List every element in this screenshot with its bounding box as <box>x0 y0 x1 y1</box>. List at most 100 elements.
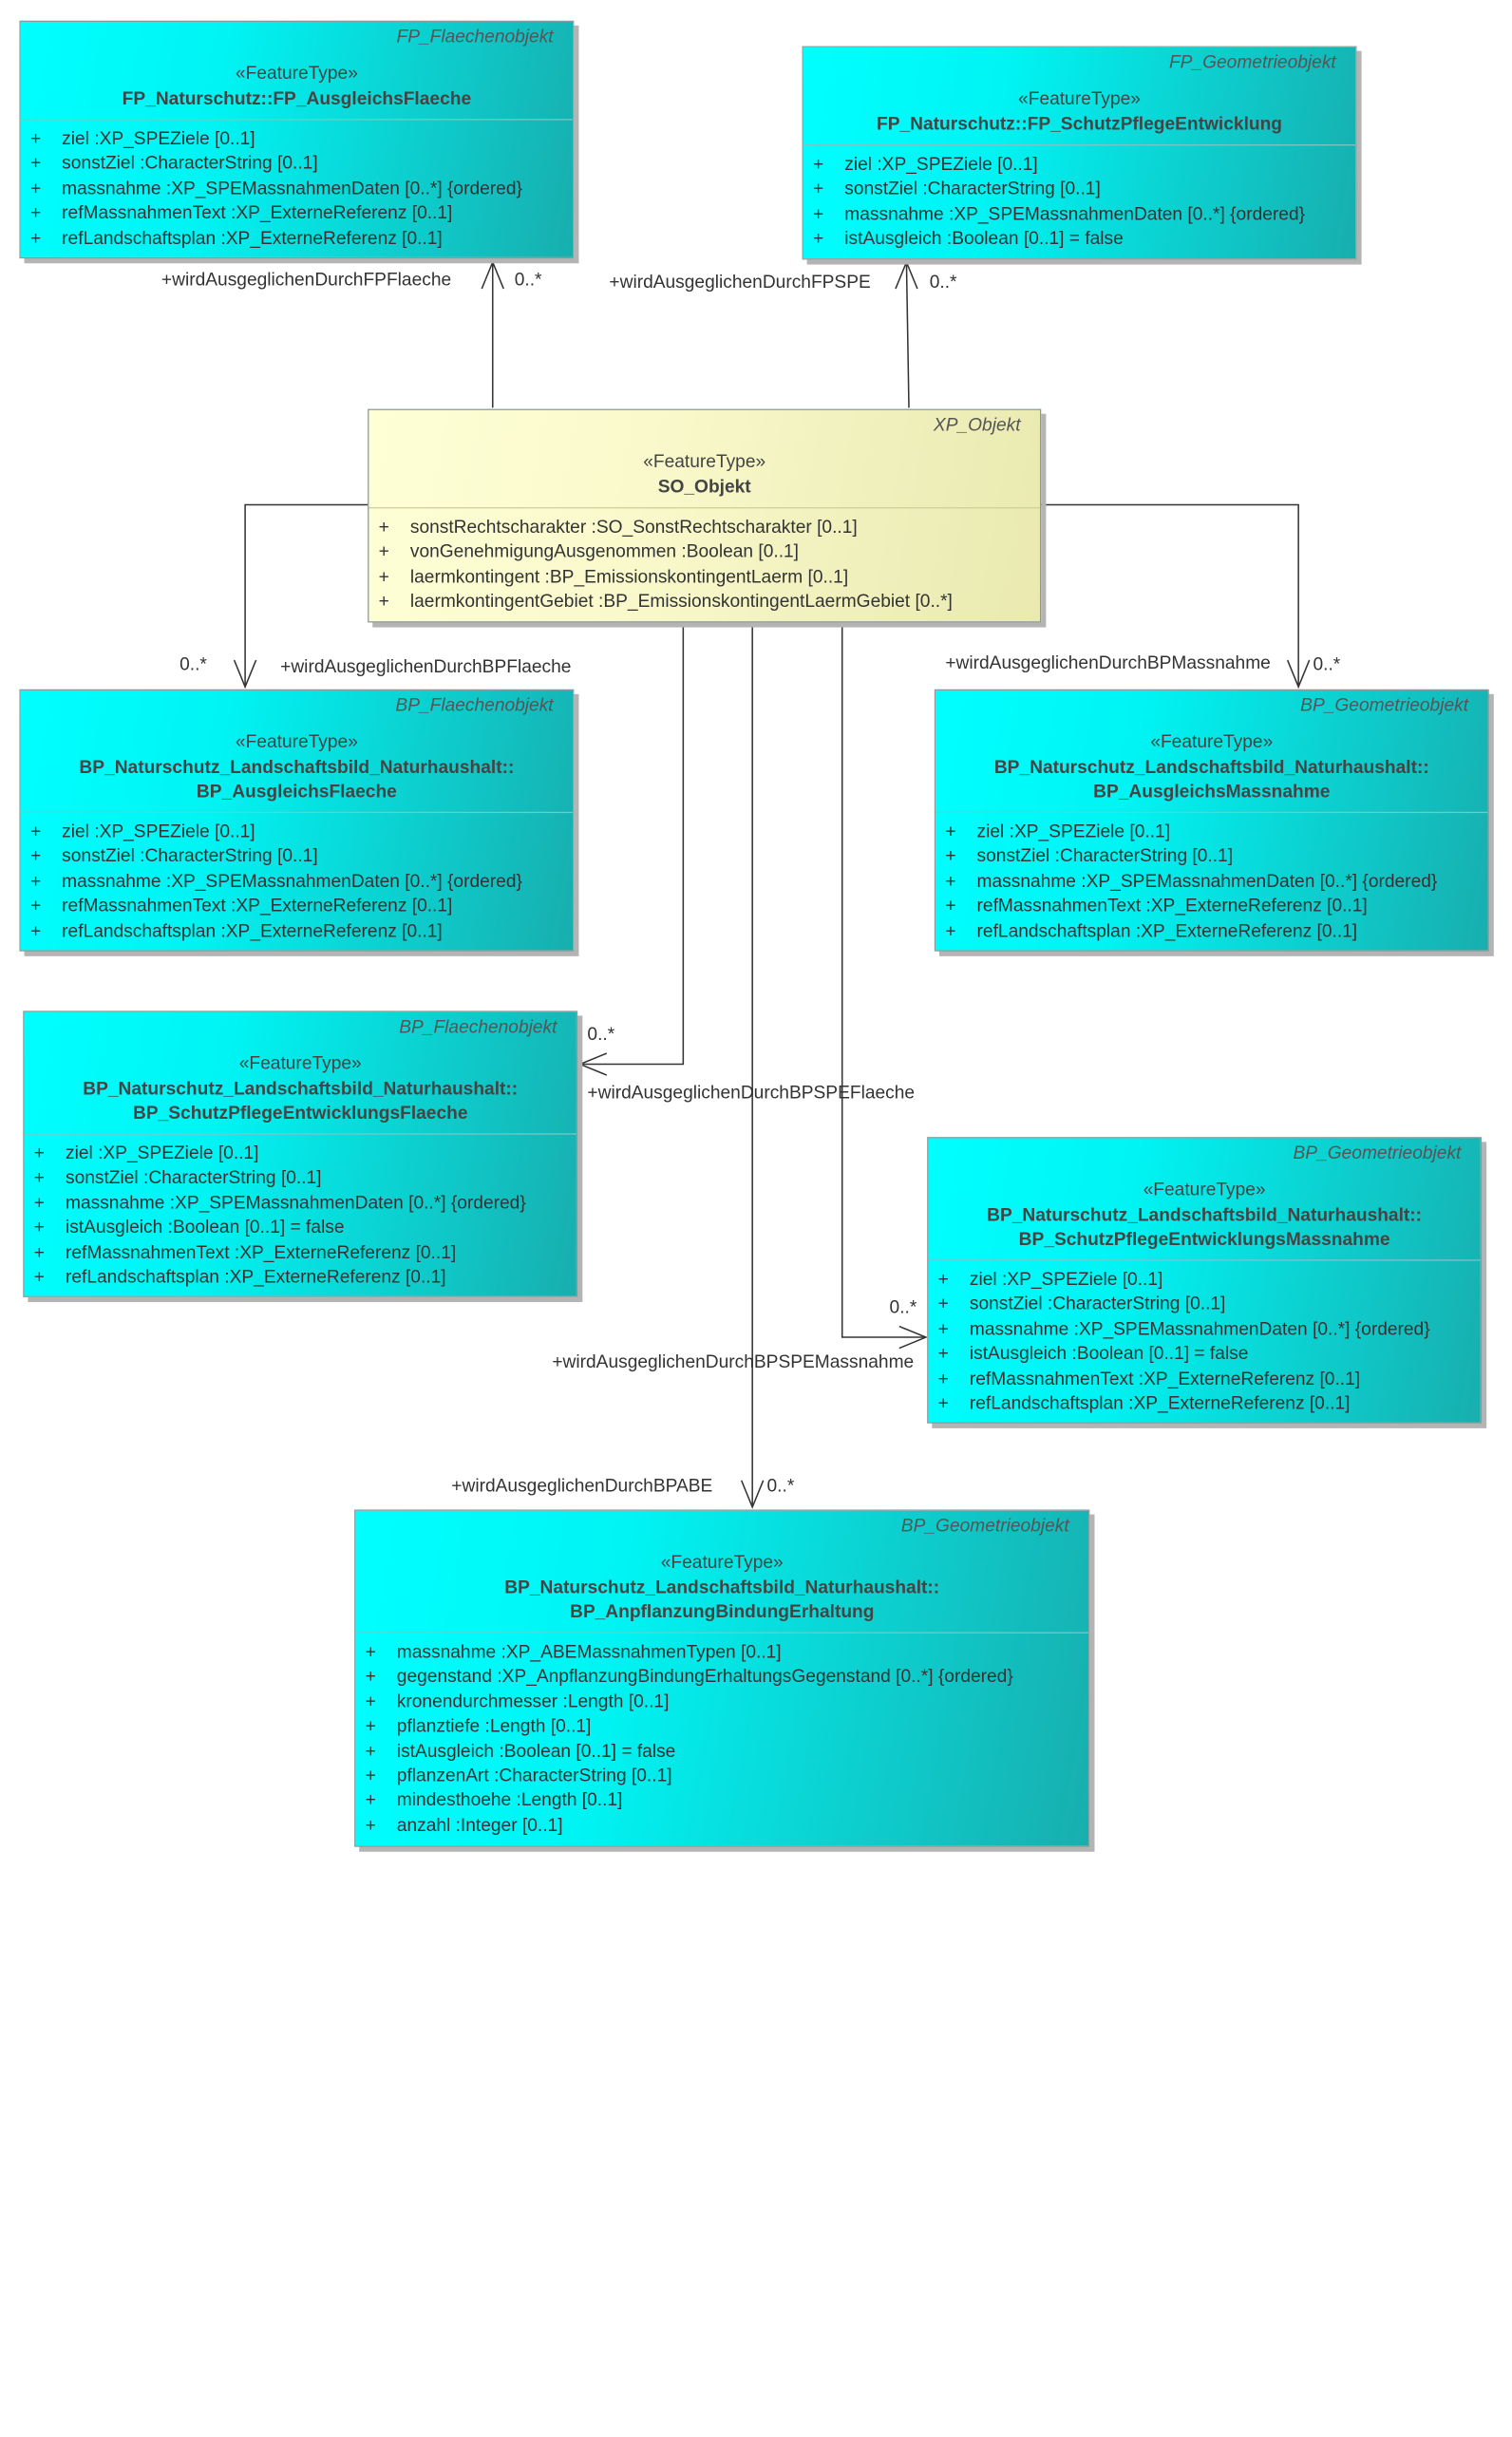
attribute-row: +massnahme :XP_SPEMassnahmenDaten [0..*]… <box>29 178 522 199</box>
multiplicity-label: 0..* <box>929 272 957 293</box>
attribute-row: +sonstZiel :CharacterString [0..1] <box>937 1294 1226 1315</box>
class-bp-anpflanzungbindungerhaltung[interactable]: BP_Geometrieobjekt «FeatureType» BP_Natu… <box>354 1509 1090 1847</box>
attribute-row: +ziel :XP_SPEZiele [0..1] <box>33 1143 259 1164</box>
multiplicity-label: 0..* <box>766 1475 795 1497</box>
attribute-row: +gegenstand :XP_AnpflanzungBindungErhalt… <box>365 1666 1013 1688</box>
attribute-list: +ziel :XP_SPEZiele [0..1] +sonstZiel :Ch… <box>928 1261 1480 1422</box>
class-name: BP_Naturschutz_Landschaftsbild_Naturhaus… <box>993 757 1429 803</box>
attribute-row: +massnahme :XP_SPEMassnahmenDaten [0..*]… <box>945 871 1438 892</box>
class-name: BP_Naturschutz_Landschaftsbild_Naturhaus… <box>987 1204 1423 1251</box>
attribute-row: +refMassnahmenText :XP_ExterneReferenz [… <box>945 896 1368 916</box>
attribute-row: +laermkontingentGebiet :BP_Emissionskont… <box>378 591 953 613</box>
arrowhead-bp-abe <box>740 1480 765 1509</box>
stereotype-label: «FeatureType» <box>660 1552 784 1573</box>
attribute-row: +sonstZiel :CharacterString [0..1] <box>29 846 318 867</box>
attribute-row: +refLandschaftsplan :XP_ExterneReferenz … <box>937 1392 1351 1414</box>
assoc-line-bp-spe-flaeche <box>579 623 685 1066</box>
attribute-row: +massnahme :XP_SPEMassnahmenDaten [0..*]… <box>29 871 522 892</box>
attribute-row: +massnahme :XP_SPEMassnahmenDaten [0..*]… <box>813 203 1306 225</box>
arrowhead-fp-spe <box>895 259 918 290</box>
attribute-list: +massnahme :XP_ABEMassnahmenTypen [0..1]… <box>355 1634 1088 1843</box>
stereotype-label: «FeatureType» <box>643 451 766 473</box>
attribute-row: +istAusgleich :Boolean [0..1] = false <box>813 228 1124 250</box>
attribute-row: +istAusgleich :Boolean [0..1] = false <box>365 1740 676 1762</box>
class-fp-schutzpflegeentwicklung[interactable]: FP_Geometrieobjekt «FeatureType» FP_Natu… <box>802 46 1357 260</box>
role-label: +wirdAusgeglichenDurchBPABE <box>451 1475 713 1497</box>
attribute-row: +sonstZiel :CharacterString [0..1] <box>29 153 318 175</box>
class-name: FP_Naturschutz::FP_AusgleichsFlaeche <box>122 88 472 109</box>
arrowhead-bp-spe-flaeche <box>577 1052 608 1076</box>
attribute-list: +ziel :XP_SPEZiele [0..1] +sonstZiel :Ch… <box>21 120 573 255</box>
arrowhead-bp-spe-massnahme <box>898 1325 928 1350</box>
class-fp-ausgleichsflaeche[interactable]: FP_Flaechenobjekt «FeatureType» FP_Natur… <box>19 20 575 259</box>
class-bp-ausgleichsflaeche[interactable]: BP_Flaechenobjekt «FeatureType» BP_Natur… <box>19 689 575 952</box>
stereotype-label: «FeatureType» <box>238 1053 362 1074</box>
attribute-row: +massnahme :XP_ABEMassnahmenTypen [0..1] <box>365 1641 782 1663</box>
attribute-row: +refMassnahmenText :XP_ExterneReferenz [… <box>33 1241 457 1263</box>
attribute-row: +refMassnahmenText :XP_ExterneReferenz [… <box>29 896 453 916</box>
class-name: BP_Naturschutz_Landschaftsbild_Naturhaus… <box>83 1078 519 1124</box>
attribute-list: +ziel :XP_SPEZiele [0..1] +sonstZiel :Ch… <box>25 1135 576 1295</box>
attribute-row: +refLandschaftsplan :XP_ExterneReferenz … <box>29 920 443 941</box>
attribute-row: +massnahme :XP_SPEMassnahmenDaten [0..*]… <box>937 1318 1430 1340</box>
parent-class-label: BP_Geometrieobjekt <box>1293 1143 1462 1164</box>
attribute-row: +pflanztiefe :Length [0..1] <box>365 1715 592 1737</box>
assoc-line-bp-spe-massnahme <box>841 623 926 1338</box>
attribute-row: +istAusgleich :Boolean [0..1] = false <box>937 1343 1249 1365</box>
attribute-row: +laermkontingent :BP_Emissionskontingent… <box>378 566 849 588</box>
class-bp-schutzpflegeentwicklungsmassnahme[interactable]: BP_Geometrieobjekt «FeatureType» BP_Natu… <box>927 1137 1483 1424</box>
attribute-list: +ziel :XP_SPEZiele [0..1] +sonstZiel :Ch… <box>803 145 1355 256</box>
attribute-row: +refMassnahmenText :XP_ExterneReferenz [… <box>29 202 453 224</box>
stereotype-label: «FeatureType» <box>1150 731 1274 753</box>
stereotype-label: «FeatureType» <box>235 63 358 85</box>
parent-class-label: BP_Geometrieobjekt <box>1300 695 1469 716</box>
attribute-list: +ziel :XP_SPEZiele [0..1] +sonstZiel :Ch… <box>936 813 1487 949</box>
role-label: +wirdAusgeglichenDurchBPSPEFlaeche <box>587 1082 916 1104</box>
attribute-row: +ziel :XP_SPEZiele [0..1] <box>945 822 1171 842</box>
arrowhead-fp-flaeche <box>481 259 504 290</box>
stereotype-label: «FeatureType» <box>235 731 358 753</box>
role-label: +wirdAusgeglichenDurchBPSPEMassnahme <box>552 1351 915 1373</box>
attribute-row: +sonstZiel :CharacterString [0..1] <box>33 1167 322 1189</box>
multiplicity-label: 0..* <box>514 269 542 291</box>
class-so-objekt[interactable]: XP_Objekt «FeatureType» SO_Objekt +sonst… <box>368 408 1042 623</box>
attribute-row: +anzahl :Integer [0..1] <box>365 1815 563 1836</box>
attribute-row: +ziel :XP_SPEZiele [0..1] <box>29 128 255 150</box>
attribute-row: +mindesthoehe :Length [0..1] <box>365 1790 623 1811</box>
parent-class-label: BP_Flaechenobjekt <box>395 695 554 716</box>
attribute-row: +vonGenehmigungAusgenommen :Boolean [0..… <box>378 541 800 563</box>
role-label: +wirdAusgeglichenDurchBPFlaeche <box>280 656 572 677</box>
class-name: BP_Naturschutz_Landschaftsbild_Naturhaus… <box>79 757 515 803</box>
role-label: +wirdAusgeglichenDurchFPFlaeche <box>161 269 452 291</box>
parent-class-label: XP_Objekt <box>933 414 1021 436</box>
class-name: FP_Naturschutz::FP_SchutzPflegeEntwicklu… <box>876 114 1283 135</box>
class-name: BP_Naturschutz_Landschaftsbild_Naturhaus… <box>504 1577 940 1623</box>
arrowhead-bp-flaeche <box>233 659 257 690</box>
attribute-row: +refLandschaftsplan :XP_ExterneReferenz … <box>945 920 1358 941</box>
class-bp-schutzpflegeentwicklungsflaeche[interactable]: BP_Flaechenobjekt «FeatureType» BP_Natur… <box>23 1011 578 1297</box>
attribute-list: +ziel :XP_SPEZiele [0..1] +sonstZiel :Ch… <box>21 813 573 949</box>
multiplicity-label: 0..* <box>1313 653 1341 675</box>
class-name: SO_Objekt <box>657 477 751 498</box>
attribute-row: +refMassnahmenText :XP_ExterneReferenz [… <box>937 1368 1361 1389</box>
attribute-row: +refLandschaftsplan :XP_ExterneReferenz … <box>33 1266 446 1288</box>
multiplicity-label: 0..* <box>889 1296 917 1318</box>
class-bp-ausgleichsmassnahme[interactable]: BP_Geometrieobjekt «FeatureType» BP_Natu… <box>934 689 1489 952</box>
parent-class-label: BP_Geometrieobjekt <box>900 1515 1069 1537</box>
attribute-list: +sonstRechtscharakter :SO_SonstRechtscha… <box>369 508 1040 619</box>
attribute-row: +sonstRechtscharakter :SO_SonstRechtscha… <box>378 517 858 538</box>
role-label: +wirdAusgeglichenDurchFPSPE <box>609 272 871 293</box>
parent-class-label: FP_Geometrieobjekt <box>1168 51 1336 73</box>
attribute-row: +kronendurchmesser :Length [0..1] <box>365 1691 670 1712</box>
stereotype-label: «FeatureType» <box>1143 1179 1266 1200</box>
attribute-row: +pflanzenArt :CharacterString [0..1] <box>365 1765 672 1786</box>
attribute-row: +ziel :XP_SPEZiele [0..1] <box>29 822 255 842</box>
attribute-row: +sonstZiel :CharacterString [0..1] <box>813 179 1101 200</box>
multiplicity-label: 0..* <box>180 653 207 675</box>
multiplicity-label: 0..* <box>587 1024 615 1046</box>
attribute-row: +sonstZiel :CharacterString [0..1] <box>945 846 1234 867</box>
attribute-row: +refLandschaftsplan :XP_ExterneReferenz … <box>29 227 443 249</box>
attribute-row: +ziel :XP_SPEZiele [0..1] <box>937 1269 1163 1291</box>
stereotype-label: «FeatureType» <box>1018 88 1141 109</box>
